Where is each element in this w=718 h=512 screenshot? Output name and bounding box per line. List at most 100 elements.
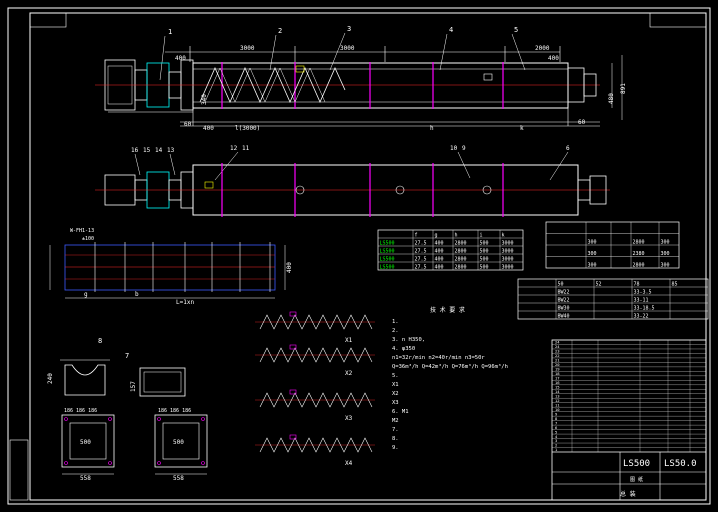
dim-table-cell: 500 — [480, 249, 489, 255]
dim-k: k — [520, 125, 524, 132]
parts-row-number: 11 — [555, 402, 560, 407]
dim-400-a: 400 — [175, 55, 186, 62]
technical-notes: 技 术 要 求 1.2.3. n H350, 4. φ350 n1=32r/mi… — [392, 306, 508, 451]
note-line: 7. — [392, 427, 399, 433]
spiral-label: X4 — [345, 460, 353, 467]
left-flange-header: 186 186 186 — [64, 408, 97, 414]
parts-row-number: 22 — [555, 353, 560, 358]
dim-table-cell: LS500 — [380, 257, 395, 263]
dim-table-cell: 2800 — [455, 241, 467, 247]
parts-row-number: 9 — [555, 411, 558, 416]
left-flange-500: 500 — [80, 439, 91, 446]
motor-table-cell: 33-11 — [634, 298, 649, 304]
note-line: 2. — [392, 328, 399, 334]
motor-table-cell: 78 — [634, 282, 640, 288]
motor-table-cell: 52 — [596, 282, 602, 288]
dim-table-cell: 500 — [480, 241, 489, 247]
dim-60b: 60 — [578, 119, 586, 126]
dim-60: 60 — [184, 121, 192, 128]
parts-row-number: 2 — [555, 443, 557, 448]
parts-row-number: 8 — [555, 416, 558, 421]
model-table-cell: 2800 — [633, 240, 645, 246]
frame-view: W-FH1-13 ±100 400 g b L=1xn — [49, 228, 293, 306]
parts-row-number: 3 — [555, 438, 557, 443]
dim-table-cell: LS500 — [380, 241, 395, 247]
parts-row-number: 16 — [555, 380, 560, 385]
parts-row-number: 4 — [555, 434, 558, 439]
note-line: 9. — [392, 445, 399, 451]
note-line: 5. — [392, 373, 399, 379]
frame-dim-l: L=1xn — [176, 299, 194, 306]
dim-table-cell: 27.5 — [415, 249, 427, 255]
callout-3: 3 — [347, 25, 351, 33]
dim-table-cell: 500 — [480, 257, 489, 263]
parts-row-number: 10 — [555, 407, 560, 412]
drawing-bottom-title: 总 装 — [620, 490, 636, 498]
dim-340: 340 — [201, 94, 208, 105]
motor-table-cell: BW22 — [558, 290, 570, 296]
motor-table-cell: 85 — [672, 282, 678, 288]
inner-frame — [29, 12, 707, 501]
right-flange-500: 500 — [173, 439, 184, 446]
dim-table-cell: 400 — [435, 265, 444, 271]
dim-table-cell: k — [502, 233, 505, 239]
dim-table-cell: 400 — [435, 241, 444, 247]
dim-table-cell: 400 — [435, 249, 444, 255]
model-table-cell: 300 — [588, 240, 597, 246]
callout-1: 1 — [168, 28, 172, 36]
dim-table-cell: 27.5 — [415, 257, 427, 263]
dim-table-cell: 3000 — [502, 265, 514, 271]
note-line: 8. — [392, 436, 399, 442]
motor-table-cell: 33-22 — [634, 314, 649, 320]
note-line: X3 — [392, 400, 399, 406]
model-name-left: LS500 — [623, 459, 650, 469]
note-line: 1. — [392, 319, 399, 325]
detail-dim-157: 157 — [130, 381, 137, 392]
parts-row-number: 14 — [555, 389, 560, 394]
dim-l: l(3000) — [235, 125, 260, 132]
outer-frame — [7, 7, 711, 505]
frame-header-2: ±100 — [82, 236, 94, 242]
notes-title: 技 术 要 求 — [430, 306, 465, 314]
frame-dim-g: g — [84, 291, 88, 298]
parts-row-number: 19 — [555, 367, 560, 372]
callout-11: 11 — [242, 145, 250, 152]
model-table-cell: 300 — [588, 263, 597, 269]
callout-6: 6 — [566, 145, 570, 152]
dim-table-cell: h — [455, 233, 458, 239]
parts-row-number: 6 — [555, 425, 558, 430]
dim-table-cell: LS500 — [380, 249, 395, 255]
parts-row-number: 5 — [555, 429, 557, 434]
parts-row-number: 20 — [555, 362, 560, 367]
model-table-cell: 2380 — [633, 251, 645, 257]
model-table-cell: 300 — [661, 263, 670, 269]
motor-table-cell: BW30 — [558, 306, 570, 312]
dim-400-b: 400 — [548, 55, 559, 62]
corner-label-box-right — [649, 12, 707, 28]
dim-table-cell: 3000 — [502, 257, 514, 263]
dim-table-cell: 27.5 — [415, 241, 427, 247]
dim-table-cell: 400 — [435, 257, 444, 263]
model-name-right: LS50.0 — [664, 459, 697, 469]
dim-h: h — [430, 125, 434, 132]
right-flange-558: 558 — [173, 475, 184, 482]
plan-view: 16 15 14 13 12 11 10 9 6 — [95, 145, 610, 217]
callout-13: 13 — [167, 147, 175, 154]
callout-9: 9 — [462, 145, 466, 152]
callout-10: 10 — [450, 145, 458, 152]
model-table-cell: 300 — [661, 240, 670, 246]
dim-table-cell: f — [415, 233, 418, 239]
callout-16: 16 — [131, 147, 139, 154]
corner-label-box — [29, 12, 67, 28]
dim-table-cell: 2800 — [455, 257, 467, 263]
callout-4: 4 — [449, 26, 453, 34]
dim-table-cell: 27.5 — [415, 265, 427, 271]
spiral-label: X2 — [345, 370, 353, 377]
elevation-view: 3000 3000 2000 400 400 1 2 3 4 5 — [95, 25, 627, 132]
callout-7: 7 — [125, 352, 129, 360]
